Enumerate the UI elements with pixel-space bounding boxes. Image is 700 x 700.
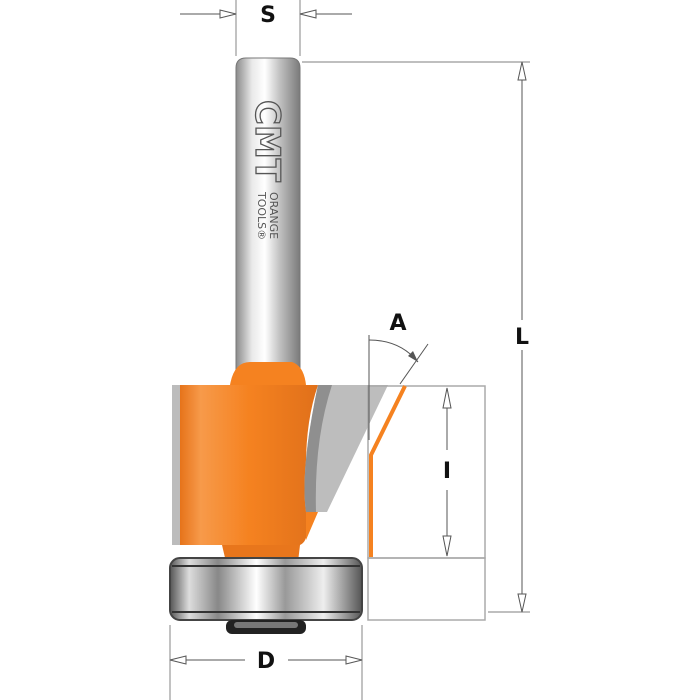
shank: CMT ORANGE TOOLS® [235,57,301,373]
diameter-label: D [257,649,275,674]
svg-text:CMT: CMT [247,100,287,183]
svg-text:TOOLS®: TOOLS® [255,191,268,240]
cutter-body [172,362,318,562]
angle-dimension: A [368,311,429,440]
shank-label: S [260,3,276,28]
diameter-dimension: D [169,625,363,700]
cut-height-dimension: I [442,387,452,557]
carbide-blade [304,385,388,540]
length-label: L [515,325,529,350]
bearing [169,557,363,634]
cmt-logo: CMT ORANGE TOOLS® [246,99,287,240]
angle-label: A [389,311,406,336]
cut-height-label: I [443,459,451,484]
svg-text:ORANGE: ORANGE [267,192,280,239]
length-dimension: L [302,61,530,613]
shank-dimension: S [180,0,352,56]
workpiece-profile [367,385,486,621]
